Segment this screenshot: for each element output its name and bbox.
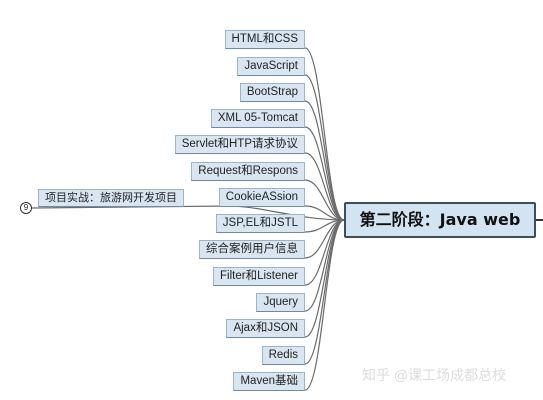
subtopic-node[interactable]: JavaScript [237, 57, 305, 76]
subtopic-node[interactable]: Request和Respons [191, 162, 305, 181]
subtopic-node[interactable]: BootStrap [239, 83, 305, 102]
subtopic-node[interactable]: Redis [261, 346, 305, 365]
subtopic-node[interactable]: Filter和Listener [213, 267, 305, 286]
connector-line [304, 74, 345, 221]
subtopic-node[interactable]: CookieASsion [218, 188, 305, 207]
connector-line [304, 179, 345, 221]
connector-lines [31, 47, 543, 391]
connector-line-side [31, 205, 231, 209]
connector-line [304, 152, 345, 221]
subtopic-node[interactable]: JSP,EL和JSTL [215, 214, 305, 233]
connector-line [304, 219, 345, 312]
subtopic-node[interactable]: Maven基础 [233, 372, 305, 391]
connector-line [304, 219, 345, 391]
subtopic-node[interactable]: XML 05-Tomcat [210, 109, 305, 128]
connector-line [304, 47, 345, 221]
connector-line [304, 219, 345, 338]
subtopic-node[interactable]: Ajax和JSON [226, 319, 305, 338]
side-topic-project[interactable]: 项目实战：旅游网开发项目 [38, 189, 184, 207]
connector-line [304, 219, 345, 365]
watermark: 知乎 @课工场成都总校 [362, 367, 507, 383]
subtopic-node[interactable]: Servlet和HTP请求协议 [174, 135, 305, 154]
central-topic[interactable]: 第二阶段：Java web [344, 202, 536, 238]
connector-line [304, 126, 345, 221]
connector-line [304, 100, 345, 221]
subtopic-node[interactable]: Jquery [256, 293, 305, 312]
subtopic-node[interactable]: HTML和CSS [224, 30, 305, 49]
subtopic-node[interactable]: 综合案例用户信息 [199, 240, 305, 259]
collapse-toggle-badge[interactable]: 9 [20, 202, 32, 214]
